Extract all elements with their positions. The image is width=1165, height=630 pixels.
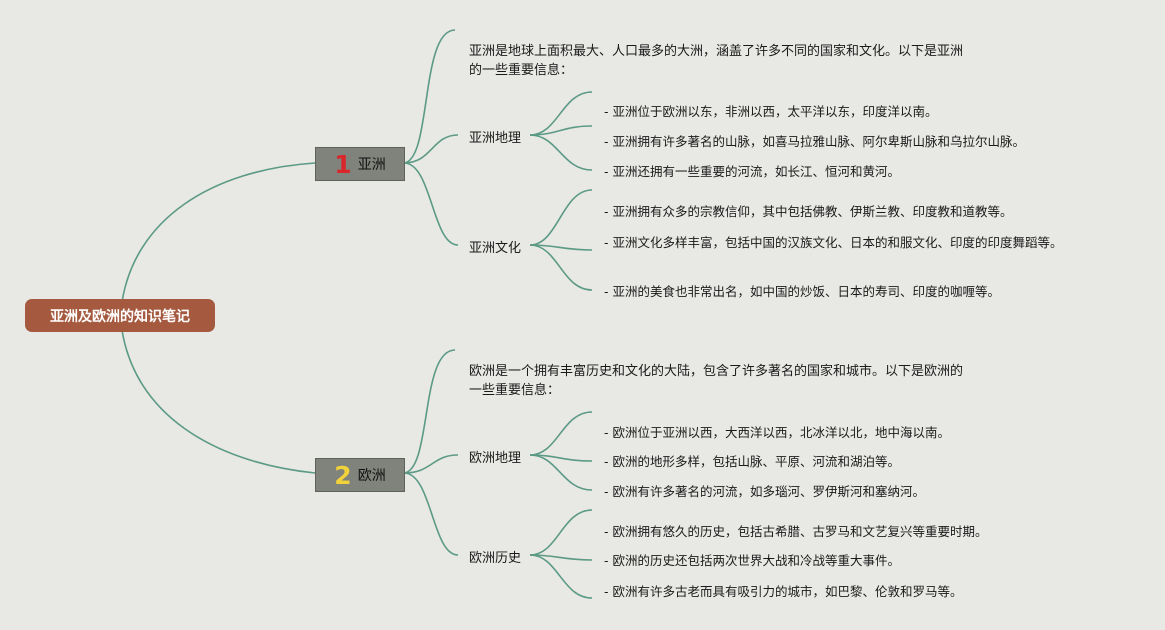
asia-culture-item-3[interactable]: - 亚洲的美食也非常出名，如中国的炒饭、日本的寿司、印度的咖喱等。: [604, 284, 1000, 299]
branch-number-badge: 2: [334, 460, 352, 490]
branch-node-europe[interactable]: 2 欧洲: [315, 458, 405, 492]
link-asia-geo: [403, 134, 459, 164]
sub-node-asia-geography[interactable]: 亚洲地理: [469, 131, 522, 146]
link-europe-geo: [403, 454, 459, 474]
sub-node-europe-geography[interactable]: 欧洲地理: [469, 451, 522, 466]
link-asia-culture-3: [529, 244, 593, 291]
europe-history-item-3[interactable]: - 欧洲有许多古老而具有吸引力的城市，如巴黎、伦敦和罗马等。: [604, 584, 963, 599]
link-asia-geo-1: [529, 91, 593, 136]
europe-history-item-1[interactable]: - 欧洲拥有悠久的历史，包括古希腊、古罗马和文艺复兴等重要时期。: [604, 524, 988, 539]
asia-geography-item-3[interactable]: - 亚洲还拥有一些重要的河流，如长江、恒河和黄河。: [604, 164, 900, 179]
link-asia-culture-1: [529, 189, 593, 246]
branch-label: 亚洲: [357, 157, 386, 173]
root-node[interactable]: 亚洲及欧洲的知识笔记: [25, 299, 215, 332]
link-asia-geo-3: [529, 134, 593, 171]
europe-geography-item-1[interactable]: - 欧洲位于亚洲以西，大西洋以西，北冰洋以北，地中海以南。: [604, 425, 950, 440]
europe-geography-item-3[interactable]: - 欧洲有许多著名的河流，如多瑙河、罗伊斯河和塞纳河。: [604, 484, 925, 499]
asia-intro-text: 亚洲是地球上面积最大、人口最多的大洲，涵盖了许多不同的国家和文化。以下是亚洲的一…: [469, 44, 964, 78]
link-europe-history-3: [529, 554, 593, 599]
link-asia-geo-2: [529, 125, 593, 136]
asia-culture-item-2[interactable]: - 亚洲文化多样丰富，包括中国的汉族文化、日本的和服文化、印度的印度舞蹈等。: [604, 235, 1063, 250]
link-europe-geo-3: [529, 454, 593, 491]
link-root-europe: [121, 329, 316, 474]
sub-node-asia-culture[interactable]: 亚洲文化: [469, 241, 522, 256]
link-europe-history: [403, 472, 459, 556]
europe-intro-text: 欧洲是一个拥有丰富历史和文化的大陆，包含了许多著名的国家和城市。以下是欧洲的一些…: [469, 364, 964, 398]
europe-geography-item-2[interactable]: - 欧洲的地形多样，包括山脉、平原、河流和湖泊等。: [604, 454, 900, 469]
branch-number-badge: 1: [334, 149, 352, 179]
branch-node-asia[interactable]: 1 亚洲: [315, 147, 405, 181]
europe-history-item-2[interactable]: - 欧洲的历史还包括两次世界大战和冷战等重大事件。: [604, 553, 900, 568]
sub-node-europe-history[interactable]: 欧洲历史: [469, 551, 522, 566]
link-europe-geo-1: [529, 411, 593, 456]
link-europe-intro: [403, 349, 456, 474]
link-asia-culture-2: [529, 244, 593, 251]
link-asia-culture: [403, 162, 459, 246]
link-root-asia: [121, 162, 316, 303]
link-europe-history-2: [529, 554, 593, 561]
root-label: 亚洲及欧洲的知识笔记: [50, 308, 190, 325]
link-europe-history-1: [529, 509, 593, 556]
asia-culture-item-1[interactable]: - 亚洲拥有众多的宗教信仰，其中包括佛教、伊斯兰教、印度教和道教等。: [604, 204, 1013, 219]
asia-geography-item-2[interactable]: - 亚洲拥有许多著名的山脉，如喜马拉雅山脉、阿尔卑斯山脉和乌拉尔山脉。: [604, 134, 1025, 149]
link-asia-intro: [403, 29, 456, 164]
asia-geography-item-1[interactable]: - 亚洲位于欧洲以东，非洲以西，太平洋以东，印度洋以南。: [604, 104, 938, 119]
branch-label: 欧洲: [357, 468, 386, 484]
